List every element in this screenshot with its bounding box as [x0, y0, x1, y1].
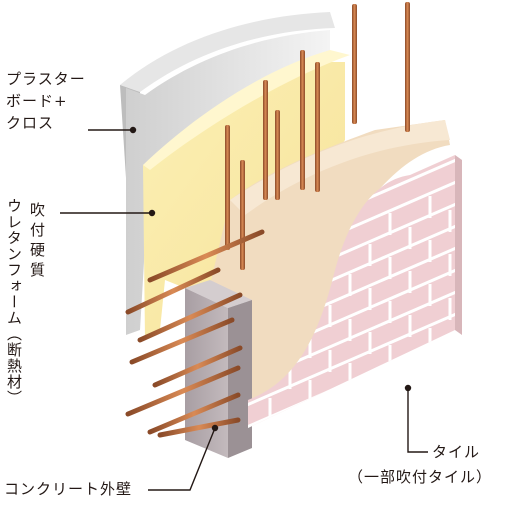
- plaster-board-face: [126, 30, 330, 335]
- concrete-side: [228, 300, 252, 458]
- label-concrete: コンクリート外壁: [4, 480, 133, 498]
- rebar-vertical: [315, 62, 320, 192]
- label-foam-char: 吹: [30, 201, 47, 219]
- rebar-vertical: [405, 2, 410, 132]
- label-plasterboard-line: プラスター: [6, 70, 86, 88]
- label-plasterboard-line: クロス: [6, 114, 55, 132]
- stucco-top: [230, 120, 450, 215]
- rebar-diagonal-group: [125, 229, 265, 438]
- rebar-vertical: [240, 160, 245, 270]
- concrete-top: [185, 280, 252, 308]
- rebar-vertical: [225, 125, 230, 250]
- rebar-vertical: [263, 80, 268, 200]
- tile-side: [455, 155, 462, 335]
- concrete-front: [185, 288, 228, 458]
- leader-tile: [407, 388, 428, 453]
- rebar-diagonal: [147, 392, 241, 435]
- rebar-diagonal: [125, 267, 221, 315]
- label-foam-char: 硬: [30, 241, 47, 259]
- brick-mortar-lines: [248, 155, 455, 428]
- label-foam-char: 付: [30, 221, 47, 239]
- rebar-diagonal: [129, 317, 235, 365]
- label-foam-top: 吹 付 硬 質: [30, 200, 46, 280]
- rebar-diagonal: [157, 417, 241, 438]
- rebar-diagonal: [137, 292, 243, 343]
- label-tile-note: （一部吹付タイル）: [348, 468, 493, 486]
- plaster-board-top: [120, 12, 335, 92]
- label-foam-char: 質: [30, 261, 47, 279]
- leader-concrete: [148, 427, 216, 491]
- rebar-diagonal: [125, 365, 241, 417]
- label-tile: タイル: [432, 443, 481, 461]
- rebar-diagonal: [152, 345, 243, 388]
- rebar-diagonal: [147, 229, 265, 283]
- label-plasterboard: プラスター ボード+ クロス: [6, 68, 86, 134]
- foam-layer-top: [143, 50, 350, 170]
- leader-lines: [60, 126, 428, 491]
- rebar-vertical: [352, 4, 357, 124]
- label-plasterboard-line: ボード+: [6, 92, 68, 110]
- label-foam-vertical: ウレタンフォーム（断熱材）: [5, 198, 23, 406]
- rebar-vertical: [275, 110, 280, 200]
- rebar-vertical: [300, 50, 305, 190]
